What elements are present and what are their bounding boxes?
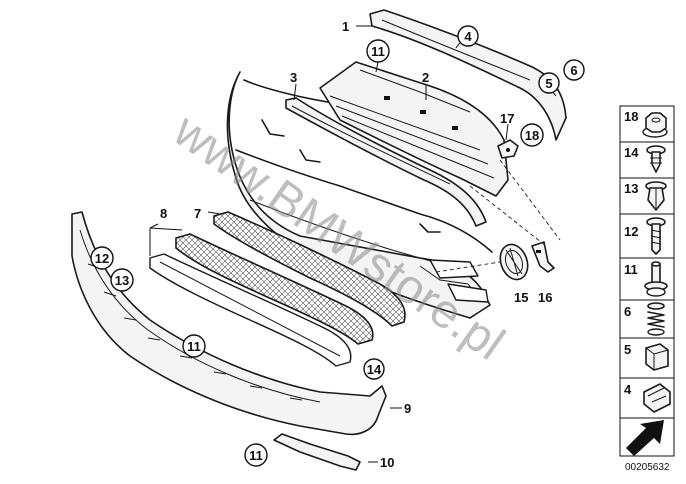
legend-num-14: 14: [624, 145, 639, 160]
callout-11a: 11: [371, 44, 385, 59]
callout-13-circle: [110, 268, 134, 292]
screw-icon: [646, 217, 666, 255]
callout-8: 8: [160, 206, 167, 221]
legend-num-18: 18: [624, 109, 638, 124]
part-lower-grille: [149, 233, 374, 367]
callout-11c-circle: [244, 443, 268, 467]
legend-cell-6: [619, 299, 675, 339]
bumper-body: [226, 71, 493, 319]
callout-6: 6: [570, 63, 577, 78]
callout-18-circle: [520, 123, 544, 147]
callout-12-circle: [90, 246, 114, 270]
callout-11a-circle: [366, 39, 390, 63]
part-upper-grille: [213, 211, 406, 327]
callout-16: 16: [538, 290, 552, 305]
assembly-lines: [435, 159, 561, 273]
callout-18: 18: [525, 128, 539, 143]
diagram-code: 00205632: [625, 462, 670, 473]
callout-5: 5: [545, 76, 552, 91]
callout-14: 14: [367, 362, 382, 377]
callout-12: 12: [95, 251, 109, 266]
hex-nut-icon: [642, 112, 668, 138]
callout-4-circle: [457, 25, 479, 47]
callout-labels: 1 4 11 2 3 5 6 17 18 8 7 12 13 11 14 9 1…: [90, 19, 585, 470]
expanding-clip-icon: [645, 181, 667, 211]
legend-num-11: 11: [624, 262, 638, 277]
callout-1: 1: [342, 19, 349, 34]
callout-3: 3: [290, 70, 297, 85]
push-rivet-icon: [646, 145, 666, 173]
callout-2: 2: [422, 70, 429, 85]
legend-num-5: 5: [624, 342, 631, 357]
part-lower-apron: [71, 211, 387, 436]
legend-num-4: 4: [624, 382, 632, 397]
spring-screw-icon: [647, 302, 665, 336]
spring-clip-icon: [643, 383, 671, 413]
fastener-legend: 18 14 13 12 11 6 5 4: [619, 105, 675, 457]
callout-6-circle: [563, 59, 585, 81]
callout-10: 10: [380, 455, 394, 470]
legend-num-12: 12: [624, 224, 638, 239]
callout-9: 9: [404, 401, 411, 416]
callout-7: 7: [194, 206, 201, 221]
part-small-bracket: [273, 433, 361, 471]
callout-11b-circle: [182, 334, 206, 358]
legend-num-6: 6: [624, 304, 631, 319]
callout-5-circle: [538, 72, 560, 94]
direction-arrow-icon: [626, 420, 664, 456]
part-round-insert: [499, 243, 529, 281]
callout-14-circle: [363, 358, 385, 380]
clip-nut-icon: [645, 343, 669, 371]
legend-num-13: 13: [624, 181, 638, 196]
callout-11b: 11: [187, 339, 201, 354]
part-bracket-17: [497, 139, 519, 159]
callout-17: 17: [500, 111, 514, 126]
callout-11c: 11: [249, 448, 263, 463]
part-reinforcement-bar: [285, 97, 487, 227]
washer-screw-icon: [644, 261, 668, 297]
part-clip: [531, 241, 555, 273]
callout-13: 13: [115, 273, 129, 288]
callout-4: 4: [464, 29, 472, 44]
callout-15: 15: [514, 290, 528, 305]
part-carrier-bracket: [319, 61, 509, 197]
